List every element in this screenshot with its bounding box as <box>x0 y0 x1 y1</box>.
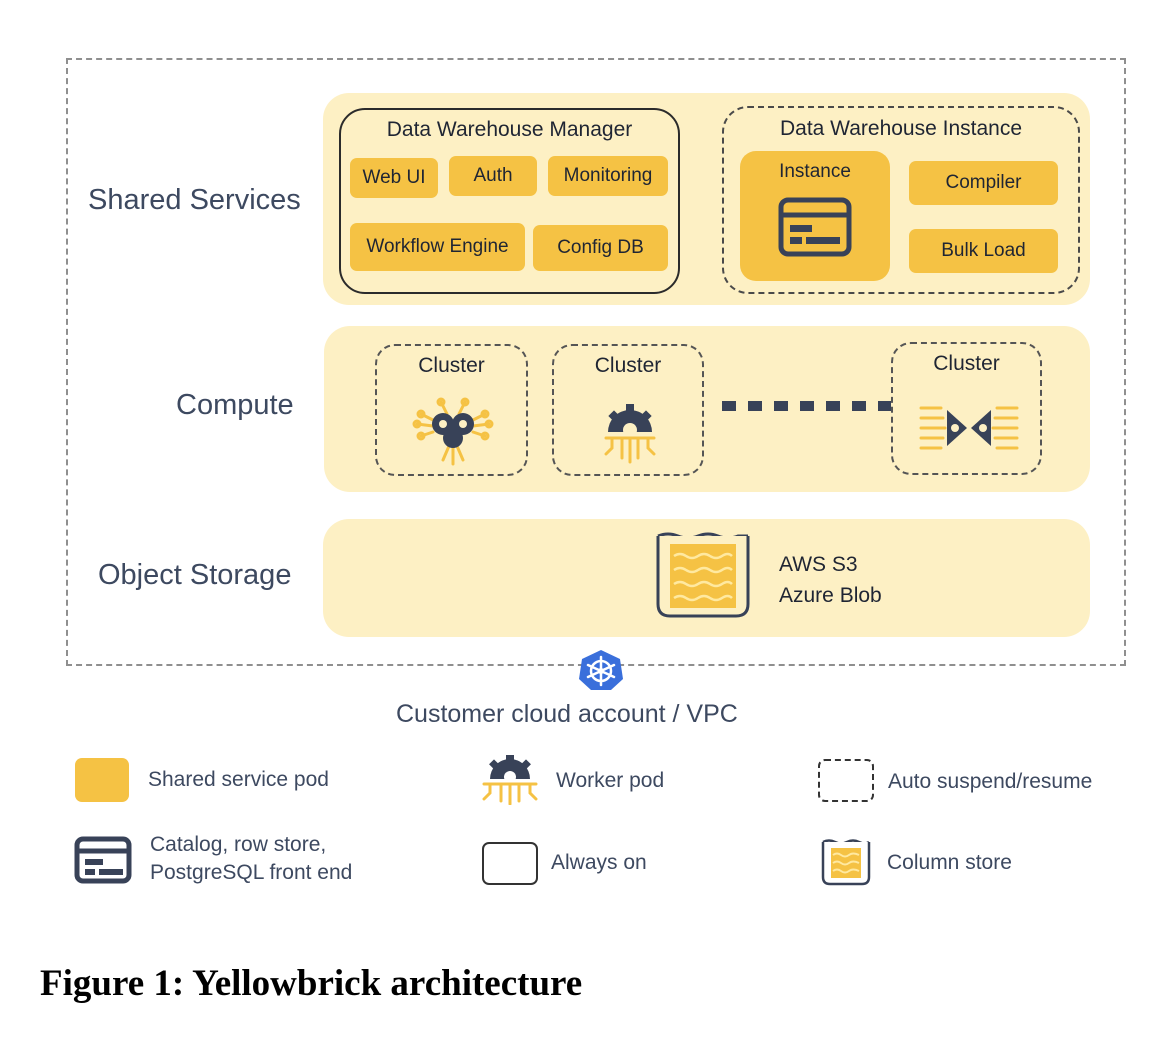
dw-manager-title: Data Warehouse Manager <box>386 118 633 141</box>
storage-line-2: Azure Blob <box>779 584 882 607</box>
cluster-2: Cluster <box>552 344 704 476</box>
worker-gears-icon <box>919 406 1019 450</box>
layer-label-object-storage: Object Storage <box>98 559 292 591</box>
legend-catalog-label: Catalog, row store, PostgreSQL front end <box>150 831 352 887</box>
pod-web-ui: Web UI <box>350 158 438 198</box>
pod-config-db: Config DB <box>533 225 668 271</box>
legend-column-store-label: Column store <box>887 851 1012 874</box>
legend-auto-suspend-swatch <box>818 759 874 802</box>
legend-catalog-line-2: PostgreSQL front end <box>150 861 353 884</box>
cluster-title: Cluster <box>594 354 662 377</box>
pod-workflow-engine: Workflow Engine <box>350 223 525 271</box>
legend-shared-pod-swatch <box>75 758 129 802</box>
instance-pod: Instance <box>740 151 890 281</box>
cluster-title: Cluster <box>933 352 1000 375</box>
column-store-bucket-icon <box>656 532 750 618</box>
storage-line-1: AWS S3 <box>779 553 858 576</box>
kubernetes-icon <box>579 650 623 690</box>
dw-instance-group <box>722 106 1080 294</box>
legend-auto-suspend-label: Auto suspend/resume <box>888 770 1093 793</box>
layer-label-shared-services: Shared Services <box>88 184 301 216</box>
pod-compiler: Compiler <box>909 161 1058 205</box>
layer-label-compute: Compute <box>176 389 294 421</box>
dw-manager-group <box>339 108 680 294</box>
storage-label: AWS S3 Azure Blob <box>779 549 882 611</box>
legend-worker-pod-icon <box>482 755 538 805</box>
server-card-icon <box>778 197 852 257</box>
worker-gears-icon <box>412 397 494 466</box>
dw-instance-title: Data Warehouse Instance <box>779 117 1023 140</box>
pod-bulk-load: Bulk Load <box>909 229 1058 273</box>
cluster-title: Cluster <box>418 354 485 377</box>
legend-column-store-icon <box>821 839 871 886</box>
legend-always-on-label: Always on <box>551 851 647 874</box>
legend-worker-pod-label: Worker pod <box>556 769 665 792</box>
pod-auth: Auth <box>449 156 537 196</box>
legend-catalog-icon <box>74 836 132 884</box>
cluster-1: Cluster <box>375 344 528 476</box>
cluster-3: Cluster <box>891 342 1042 475</box>
gear-circuit-icon <box>604 404 656 464</box>
instance-label: Instance <box>779 161 851 182</box>
legend-shared-pod-label: Shared service pod <box>148 768 329 791</box>
legend-always-on-swatch <box>482 842 538 885</box>
figure-caption: Figure 1: Yellowbrick architecture <box>40 963 583 1004</box>
vpc-label: Customer cloud account / VPC <box>396 700 738 728</box>
more-clusters-ellipsis <box>722 401 918 411</box>
pod-monitoring: Monitoring <box>548 156 668 196</box>
legend-catalog-line-1: Catalog, row store, <box>150 833 327 856</box>
